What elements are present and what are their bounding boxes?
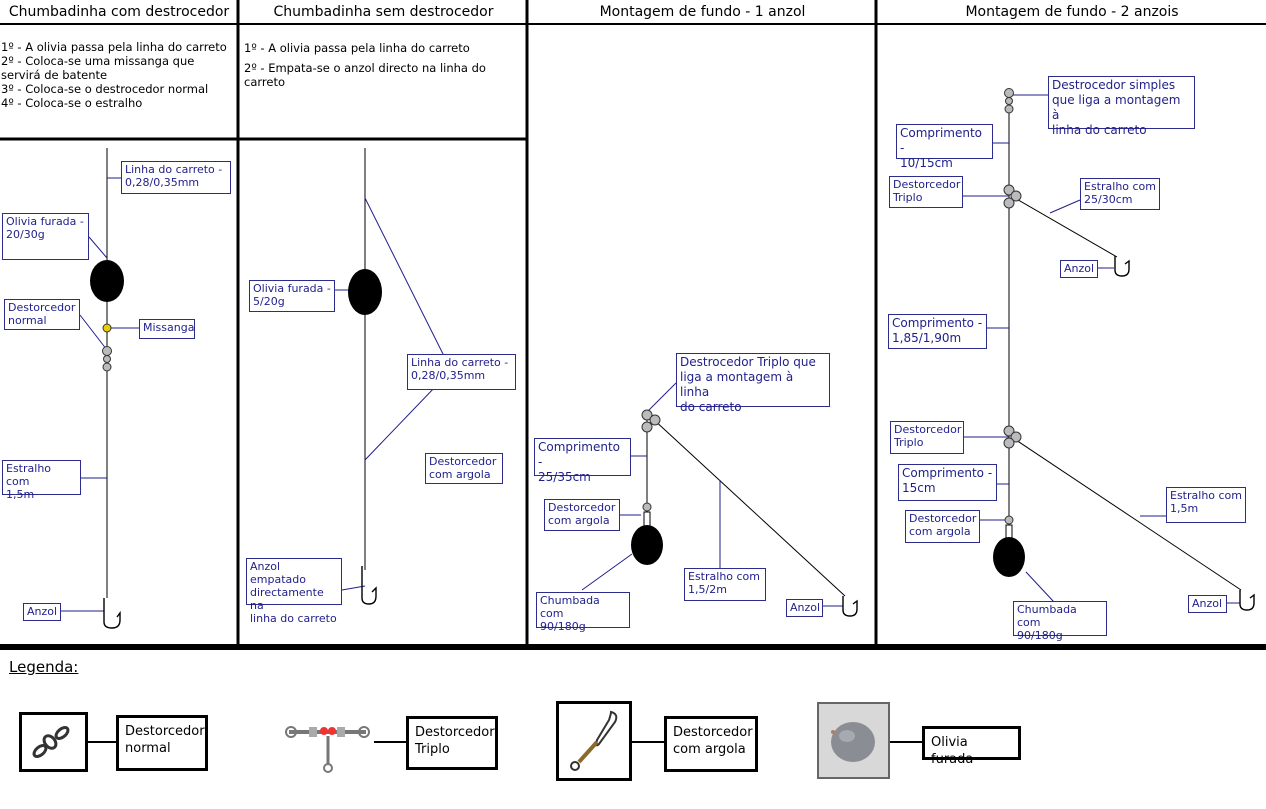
- label-estralho-2: Estralho com 1,5m: [1166, 487, 1246, 523]
- rig-column-3: [581, 382, 858, 617]
- label-comprimento-3: Comprimento - 15cm: [898, 464, 997, 501]
- label-comprimento-2: Comprimento - 1,85/1,90m: [888, 314, 987, 349]
- chumbada-sinker: [631, 525, 663, 565]
- step-item: 1º - A olivia passa pela linha do carret…: [244, 41, 470, 55]
- swivel-triplo-icon: [285, 726, 370, 773]
- step-item: 4º - Coloca-se o estralho: [1, 96, 143, 110]
- legend-swivel-argola-image: [556, 701, 632, 781]
- column-title-3: Montagem de fundo - 1 anzol: [599, 4, 806, 20]
- olivia-sinker: [348, 269, 382, 315]
- swivel-argola-icon: [570, 710, 618, 771]
- label-missanga: Missanga: [139, 319, 195, 339]
- label-destrocedor-simples: Destrocedor simples que liga a montagem …: [1048, 76, 1195, 137]
- step-item: 2º - Empata-se o anzol directo na linha …: [244, 61, 486, 89]
- steps-column-2: 1º - A olivia passa pela linha do carret…: [244, 41, 522, 93]
- grid-lines: [0, 0, 1266, 650]
- step-item: 3º - Coloca-se o destrocedor normal: [1, 82, 209, 96]
- legend-swivel-normal-image: [19, 712, 88, 772]
- label-olivia-furada: Olivia furada - 20/30g: [2, 213, 89, 260]
- label-destorcedor-argola: Destorcedor com argola: [425, 453, 503, 484]
- label-destorcedor-argola: Destorcedor com argola: [905, 510, 980, 543]
- label-anzol: Anzol: [786, 599, 823, 617]
- rig-column-2: [335, 148, 447, 605]
- hook-icon: [361, 566, 377, 605]
- rig-column-1: [61, 148, 139, 629]
- hook-icon: [1239, 590, 1255, 611]
- hook-icon: [842, 596, 858, 617]
- legend-label-destorcedor-argola: Destorcedor com argola: [664, 716, 758, 772]
- column-title-1: Chumbadinha com destrocedor: [8, 4, 230, 20]
- column-title-4: Montagem de fundo - 2 anzois: [965, 4, 1179, 20]
- label-anzol-empatado: Anzol empatado directamente na linha do …: [246, 558, 342, 625]
- label-destorcedor-triplo-1: Destorcedor Triplo: [889, 176, 963, 208]
- label-linha-do-carreto: Linha do carreto - 0,28/0,35mm: [407, 354, 516, 390]
- label-estralho: Estralho com 1,5/2m: [684, 568, 766, 601]
- swivel-normal-icon: [32, 726, 70, 758]
- label-destorcedor-triplo-2: Destorcedor Triplo: [890, 421, 964, 454]
- label-anzol-1: Anzol: [1060, 260, 1098, 278]
- step-item: 2º - Coloca-se uma missanga que servirá …: [1, 54, 195, 82]
- label-olivia-furada: Olivia furada - 5/20g: [249, 280, 335, 312]
- label-comprimento-1: Comprimento - 10/15cm: [896, 124, 993, 170]
- label-chumbada: Chumbada com 90/180g: [1013, 601, 1107, 642]
- missanga-bead: [102, 323, 112, 333]
- column-title-2: Chumbadinha sem destrocedor: [273, 4, 494, 20]
- olivia-sinker: [90, 260, 124, 302]
- label-destrocedor-triplo: Destrocedor Triplo que liga a montagem à…: [676, 353, 830, 414]
- legend-label-destorcedor-normal: Destorcedor normal: [116, 715, 208, 771]
- label-anzol-2: Anzol: [1188, 595, 1227, 613]
- legend-label-olivia-furada: Olivia furada: [922, 726, 1021, 767]
- label-destorcedor-argola: Destorcedor com argola: [544, 499, 620, 531]
- label-comprimento: Comprimento - 25/35cm: [534, 438, 631, 484]
- chumbada-sinker: [993, 537, 1025, 577]
- legend-olivia-image: [817, 702, 890, 779]
- label-anzol: Anzol: [23, 603, 61, 621]
- legend-swivel-triplo-image: [281, 706, 374, 779]
- label-chumbada: Chumbada com 90/180g: [536, 592, 630, 633]
- olivia-sinker-icon: [831, 722, 875, 762]
- hook-icon: [1114, 256, 1130, 277]
- label-estralho-1: Estralho com 25/30cm: [1080, 178, 1160, 210]
- hook-icon: [103, 598, 121, 629]
- legend-title: Legenda:: [9, 658, 79, 676]
- label-linha-do-carreto: Linha do carreto - 0,28/0,35mm: [121, 161, 231, 194]
- label-destorcedor-normal: Destorcedor normal: [4, 299, 80, 330]
- steps-column-1: 1º - A olivia passa pela linha do carret…: [1, 40, 235, 110]
- step-item: 1º - A olivia passa pela linha do carret…: [1, 40, 227, 54]
- legend-label-destorcedor-triplo: Destorcedor Triplo: [406, 716, 498, 770]
- label-estralho: Estralho com 1,5m: [2, 460, 81, 501]
- rig-column-4: [963, 88, 1255, 611]
